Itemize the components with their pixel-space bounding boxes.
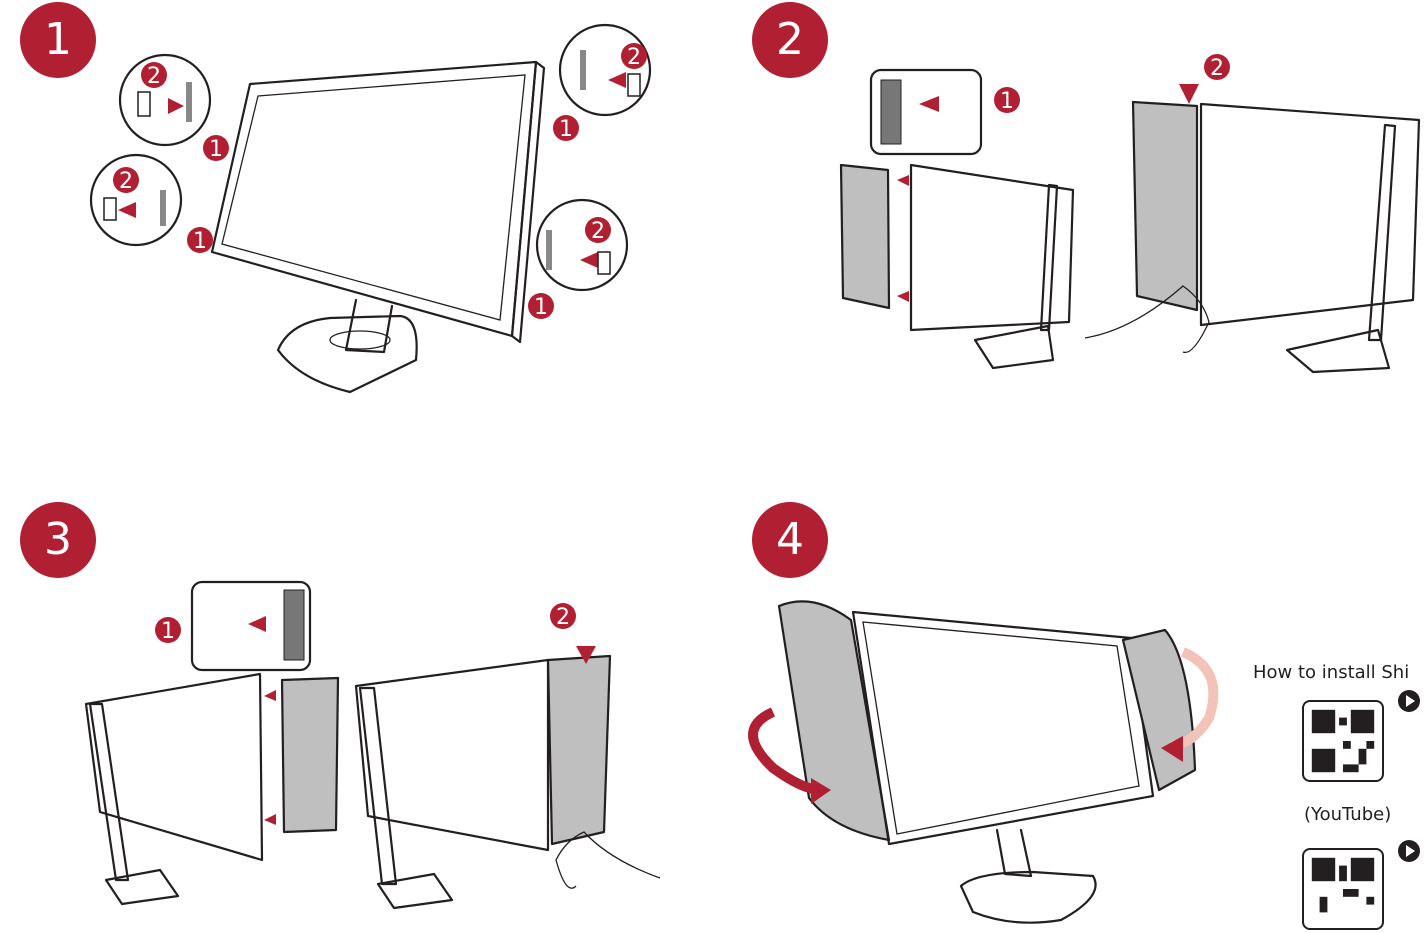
play-icon [1398,690,1420,712]
left-monitor-back [841,165,1073,368]
svg-text:2: 2 [147,64,161,89]
svg-text:2: 2 [556,605,570,630]
qr-code-icon [1304,702,1382,780]
qr-code-second[interactable] [1302,848,1384,930]
svg-text:2: 2 [627,45,641,70]
svg-text:1: 1 [209,137,223,162]
svg-text:1: 1 [193,229,207,254]
svg-text:1: 1 [161,619,175,644]
monitor-with-shields [779,601,1195,922]
play-icon [1398,840,1420,862]
callout-mid-left: 2 1 [91,155,213,254]
monitor-front [212,62,544,392]
callout-top-left: 2 1 [120,55,229,162]
step-2-illustration: 1 2 [713,0,1426,420]
svg-text:2: 2 [591,219,605,244]
detail-callout-3: 1 [155,582,310,670]
svg-text:1: 1 [1000,89,1014,114]
svg-text:1: 1 [559,117,573,142]
step-3-illustration: 1 2 [0,500,713,930]
step-1-illustration: 2 1 2 1 2 1 2 1 [0,0,713,420]
svg-text:2: 2 [1210,56,1224,81]
qr-code-icon [1304,850,1382,928]
install-guide-caption: How to install Shi [1253,662,1409,683]
right-monitor-back-2: 2 [356,603,660,908]
svg-text:1: 1 [534,295,548,320]
callout-bottom-right: 2 1 [528,200,627,320]
detail-callout: 1 [871,70,1020,154]
left-monitor-back-2 [86,674,338,904]
qr-label-youtube: (YouTube) [1304,804,1391,825]
svg-text:2: 2 [119,169,133,194]
callout-top-right: 2 1 [553,25,650,142]
right-monitor-back: 2 [1085,54,1419,372]
qr-code-youtube[interactable] [1302,700,1384,782]
